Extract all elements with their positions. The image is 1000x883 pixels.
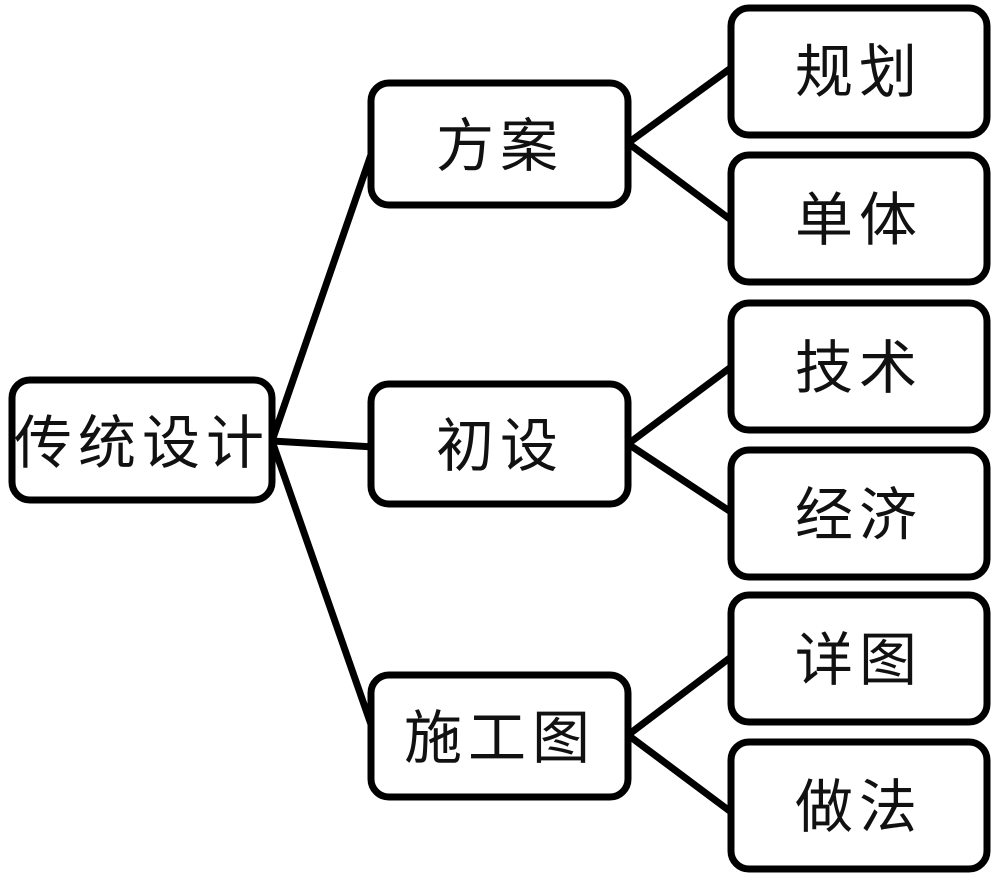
connector-root-to-scheme <box>268 144 378 443</box>
node-branch-preliminary-label: 初设 <box>436 412 564 480</box>
node-leaf-single-building-box[interactable] <box>727 151 991 286</box>
node-branch-scheme-box[interactable] <box>367 79 632 209</box>
connector-group-scheme <box>625 65 734 223</box>
node-branch-construction-label: 施工图 <box>404 704 596 772</box>
node-leaf-technology-box[interactable] <box>727 299 991 434</box>
node-leaf-technology-label: 技术 <box>795 334 923 402</box>
node-leaf-planning-label: 规划 <box>795 38 923 106</box>
node-leaf-economy-box[interactable] <box>727 446 991 581</box>
node-leaf-technology[interactable]: 技术 <box>727 299 991 434</box>
node-leaf-detail-drawing[interactable]: 详图 <box>727 591 991 726</box>
connector-group-root <box>268 144 378 735</box>
connector-group-construction <box>625 654 734 815</box>
node-branch-preliminary-design[interactable]: 初设 <box>367 380 632 508</box>
node-branch-construction-box[interactable] <box>367 671 632 801</box>
node-leaf-planning[interactable]: 规划 <box>727 4 991 139</box>
node-leaf-detail-drawing-label: 详图 <box>795 626 923 694</box>
node-branch-scheme[interactable]: 方案 <box>367 79 632 209</box>
node-leaf-practice-box[interactable] <box>727 738 991 873</box>
node-branch-construction-drawing[interactable]: 施工图 <box>367 671 632 801</box>
node-root-label: 传统设计 <box>14 409 270 477</box>
node-branch-preliminary-box[interactable] <box>367 380 632 508</box>
node-leaf-single-building-label: 单体 <box>795 186 923 254</box>
node-leaf-practice-label: 做法 <box>795 773 923 841</box>
connector-preliminary-to-economy <box>626 441 733 515</box>
connector-scheme-to-planning <box>625 65 734 146</box>
node-root-traditional-design[interactable]: 传统设计 <box>8 376 276 504</box>
node-root-box[interactable] <box>8 376 276 504</box>
node-leaf-economy-label: 经济 <box>795 481 923 549</box>
node-leaf-economy[interactable]: 经济 <box>727 446 991 581</box>
connector-scheme-to-single-building <box>625 140 734 223</box>
node-leaf-practice[interactable]: 做法 <box>727 738 991 873</box>
node-leaf-detail-drawing-box[interactable] <box>727 591 991 726</box>
connector-root-to-construction <box>268 439 378 735</box>
node-leaf-single-building[interactable]: 单体 <box>727 151 991 286</box>
connector-root-to-preliminary <box>271 437 375 451</box>
connector-preliminary-to-technology <box>625 364 734 447</box>
connector-construction-to-practice <box>625 732 734 815</box>
connector-construction-to-detail <box>625 654 734 738</box>
node-leaf-planning-box[interactable] <box>727 4 991 139</box>
node-branch-scheme-label: 方案 <box>436 112 564 180</box>
connector-group-preliminary <box>625 364 734 515</box>
